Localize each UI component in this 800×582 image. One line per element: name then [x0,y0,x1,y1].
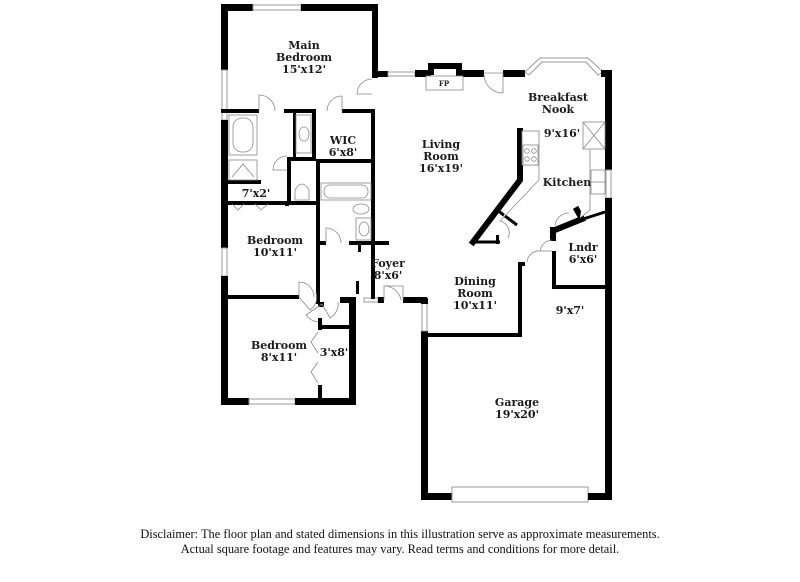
room-name: Dining [454,275,496,288]
fixtures [228,75,606,241]
room-name: WIC [329,134,357,147]
room-dimensions: 7'x2' [241,187,271,200]
fireplace [425,75,464,91]
room-label-bedroom-3: Bedroom 8'x11' [251,340,307,364]
room-dimensions: 10'x11' [453,299,497,312]
room-dimensions: 10'x11' [253,246,297,259]
room-dimensions: 19'x20' [495,408,539,421]
room-label-main-bedroom: Main Bedroom 15'x12' [276,40,332,76]
room-label-closet-7x2: 7'x2' [242,188,271,200]
room-label-bedroom-2: Bedroom 10'x11' [247,235,303,259]
refrigerator-icon [582,121,606,150]
shower-icon [228,159,258,181]
room-label-laundry: Lndr 6'x6' [568,242,597,266]
room-label-storage-9x7: 9'x7' [556,305,585,317]
room-label-living-room: Living Room 16'x19' [419,139,463,175]
room-label-kitchen: Kitchen [543,177,592,189]
interior-walls [221,109,608,400]
room-label-closet-3x8: 3'x8' [320,347,349,359]
room-dimensions: 6'x6' [568,253,598,266]
room-label-breakfast-nook: Breakfast Nook [528,92,588,116]
door-icon [258,94,276,112]
disclaimer-line-2: Actual square footage and features may v… [180,542,620,556]
room-name: Foyer [371,257,405,270]
room-dimensions: 6'x8' [328,146,358,159]
room-name: Living [421,138,461,151]
room-dimensions: 16'x19' [419,162,463,175]
room-dimensions: 3'x8' [319,346,349,359]
floor-plan-drawing: FP [221,4,612,503]
room-name: Nook [541,103,575,116]
room-label-foyer: Foyer 8'x6' [371,258,405,282]
fireplace-label: FP [439,79,450,88]
room-name: Bedroom [250,339,308,352]
room-dimensions: 9'x16' [543,127,581,140]
tub-basin-icon [232,117,254,153]
room-dimensions: 9'x7' [555,304,585,317]
kitchen-sink-icon [590,169,606,195]
room-name: Bedroom [275,51,333,64]
hall-toilet-icon [352,203,370,215]
disclaimer-line-1: Disclaimer: The floor plan and stated di… [140,527,660,541]
room-name: Room [423,150,459,163]
room-label-wic: WIC 6'x8' [329,135,358,159]
room-name: Breakfast [528,91,588,104]
room-name: Garage [494,396,540,409]
room-label-dining-room: Dining Room 10'x11' [453,276,497,312]
toilet-icon [294,183,310,201]
room-dimensions: 15'x12' [282,63,326,76]
room-name: Room [457,287,493,300]
room-name: Kitchen [542,176,592,189]
room-label-breakfast-nook-dims: 9'x16' [544,128,580,140]
room-name: Main [288,39,320,52]
disclaimer: Disclaimer: The floor plan and stated di… [0,527,800,557]
room-dimensions: 8'x6' [373,269,403,282]
room-name: Bedroom [246,234,304,247]
doors [231,72,570,384]
room-dimensions: 8'x11' [260,351,298,364]
stove-icon [522,144,539,166]
room-label-garage: Garage 19'x20' [495,397,539,421]
room-name: Lndr [568,241,598,254]
